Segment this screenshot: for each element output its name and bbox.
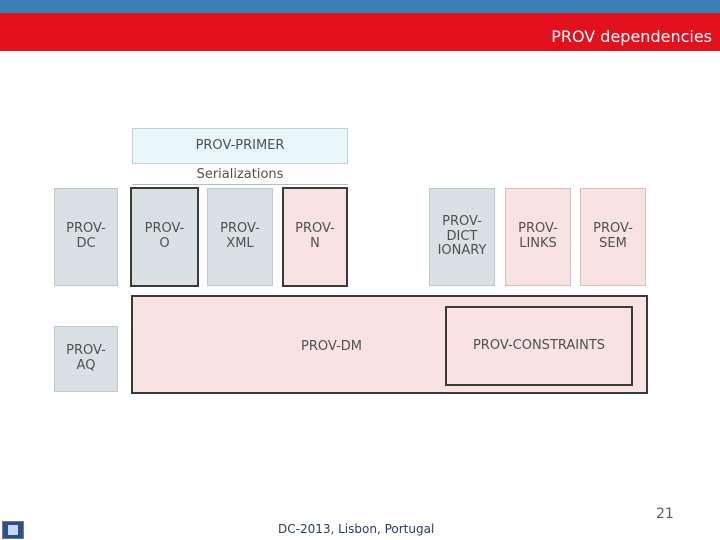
logo-icon (2, 521, 24, 539)
prov-n-box: PROV- N (282, 187, 348, 287)
prov-links-box: PROV- LINKS (505, 188, 571, 286)
prov-sem-box: PROV- SEM (580, 188, 646, 286)
prov-dm-label: PROV-DM (301, 339, 362, 354)
top-accent-strip (0, 0, 720, 13)
serializations-label: Serializations (132, 164, 348, 185)
slide-title: PROV dependencies (551, 27, 712, 46)
prov-o-box: PROV- O (130, 187, 199, 287)
page-number: 21 (656, 506, 674, 522)
prov-constraints-box: PROV-CONSTRAINTS (445, 306, 633, 386)
prov-xml-box: PROV- XML (207, 188, 273, 286)
prov-aq-box: PROV- AQ (54, 326, 118, 392)
footer-text: DC-2013, Lisbon, Portugal (278, 522, 435, 536)
prov-dc-box: PROV- DC (54, 188, 118, 286)
title-bar: PROV dependencies (0, 13, 720, 51)
prov-dictionary-box: PROV- DICT IONARY (429, 188, 495, 286)
prov-dm-box: PROV-DM PROV-CONSTRAINTS (131, 295, 648, 394)
prov-primer-box: PROV-PRIMER (132, 128, 348, 164)
